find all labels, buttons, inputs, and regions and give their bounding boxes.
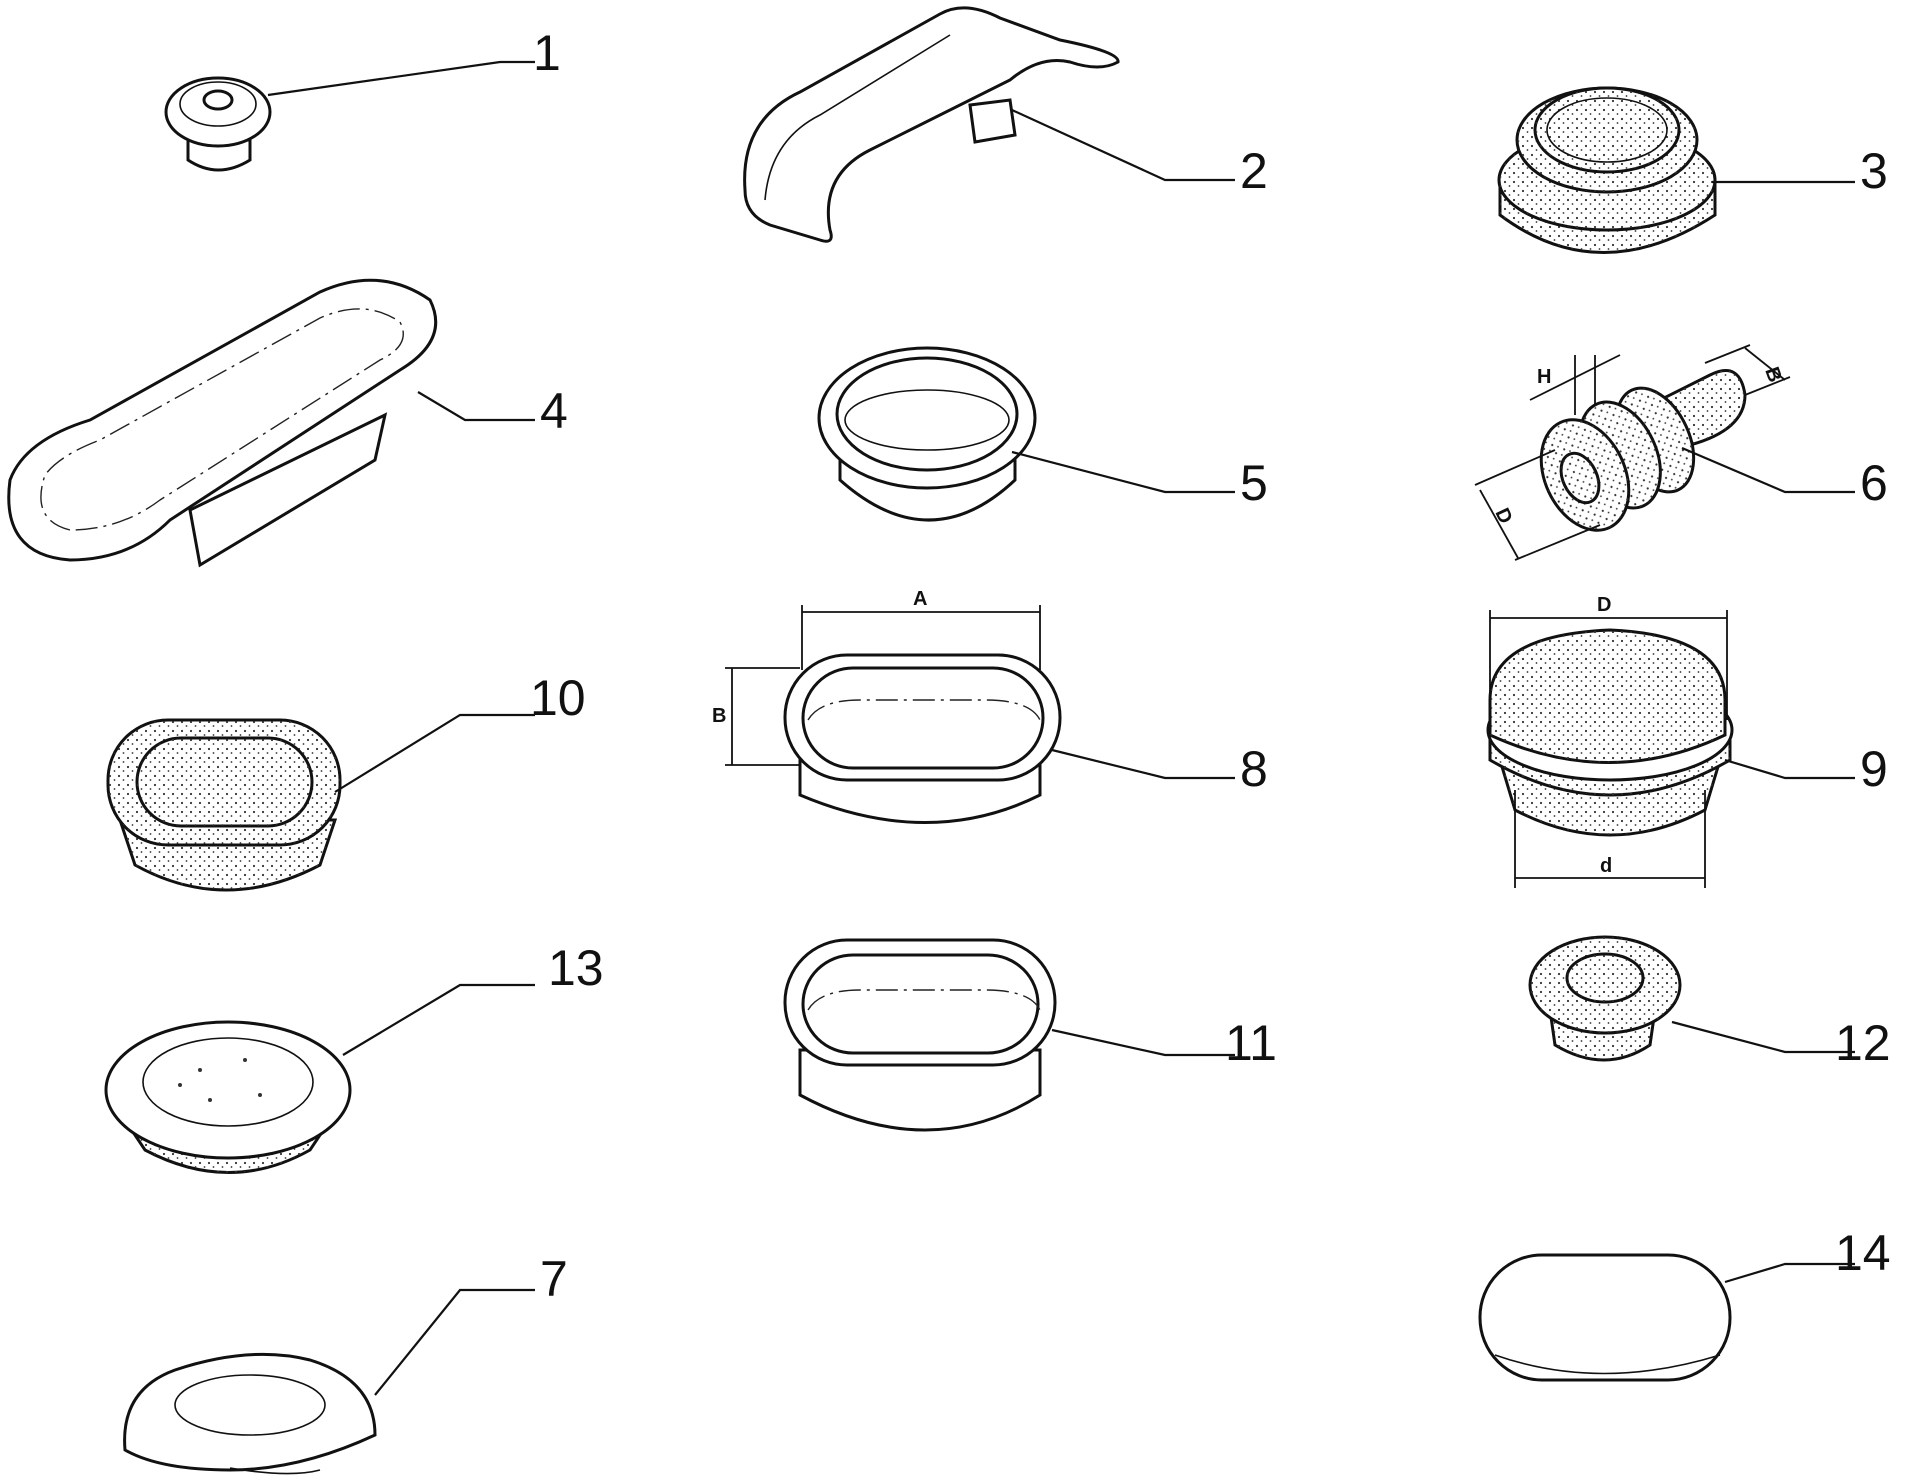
callout-4: 4 [540, 383, 568, 439]
callout-3: 3 [1860, 143, 1888, 199]
dim-label-d-small-part9: d [1600, 855, 1612, 877]
part-5-ring [817, 346, 1037, 522]
callout-9: 9 [1860, 741, 1888, 797]
part-13-round-grommet [104, 1020, 352, 1174]
callout-11: 11 [1225, 1015, 1277, 1071]
part-10-oval-grommet [106, 718, 342, 892]
dim-label-d-part9: D [1597, 594, 1611, 616]
part-8-oval-ring [725, 605, 1062, 824]
part-9-large-plug [1486, 610, 1734, 888]
callout-1: 1 [533, 25, 561, 81]
dim-label-b-part6: B [1760, 364, 1786, 385]
part-4-oblong-cover [7, 278, 438, 568]
part-11-oval-ring [783, 938, 1057, 1132]
dim-label-h: H [1537, 366, 1551, 388]
dimension-labels: H B D A B D d [712, 364, 1786, 877]
callout-13: 13 [548, 940, 604, 996]
dim-label-b-part8: B [712, 705, 726, 727]
part-12-small-grommet [1528, 935, 1682, 1062]
part-6-tube-plug [1474, 344, 1791, 561]
part-2-cover [743, 6, 1120, 243]
dim-label-d-part6: D [1490, 505, 1516, 527]
callout-2: 2 [1240, 143, 1268, 199]
leader-lines [267, 60, 1855, 1396]
callout-6: 6 [1860, 455, 1888, 511]
part-7-dome-cap [123, 1352, 377, 1475]
part-14-oval-cap [1478, 1253, 1732, 1382]
callout-numbers: 1 2 3 4 5 6 7 8 9 10 11 12 13 14 [530, 25, 1891, 1307]
callout-14: 14 [1835, 1225, 1891, 1281]
part-1-grommet [164, 76, 272, 172]
callout-5: 5 [1240, 455, 1268, 511]
callout-12: 12 [1835, 1015, 1891, 1071]
callout-7: 7 [540, 1251, 568, 1307]
callout-8: 8 [1240, 741, 1268, 797]
dim-label-a-part8: A [913, 588, 927, 610]
callout-10: 10 [530, 670, 586, 726]
part-3-stepped-plug [1497, 86, 1717, 254]
